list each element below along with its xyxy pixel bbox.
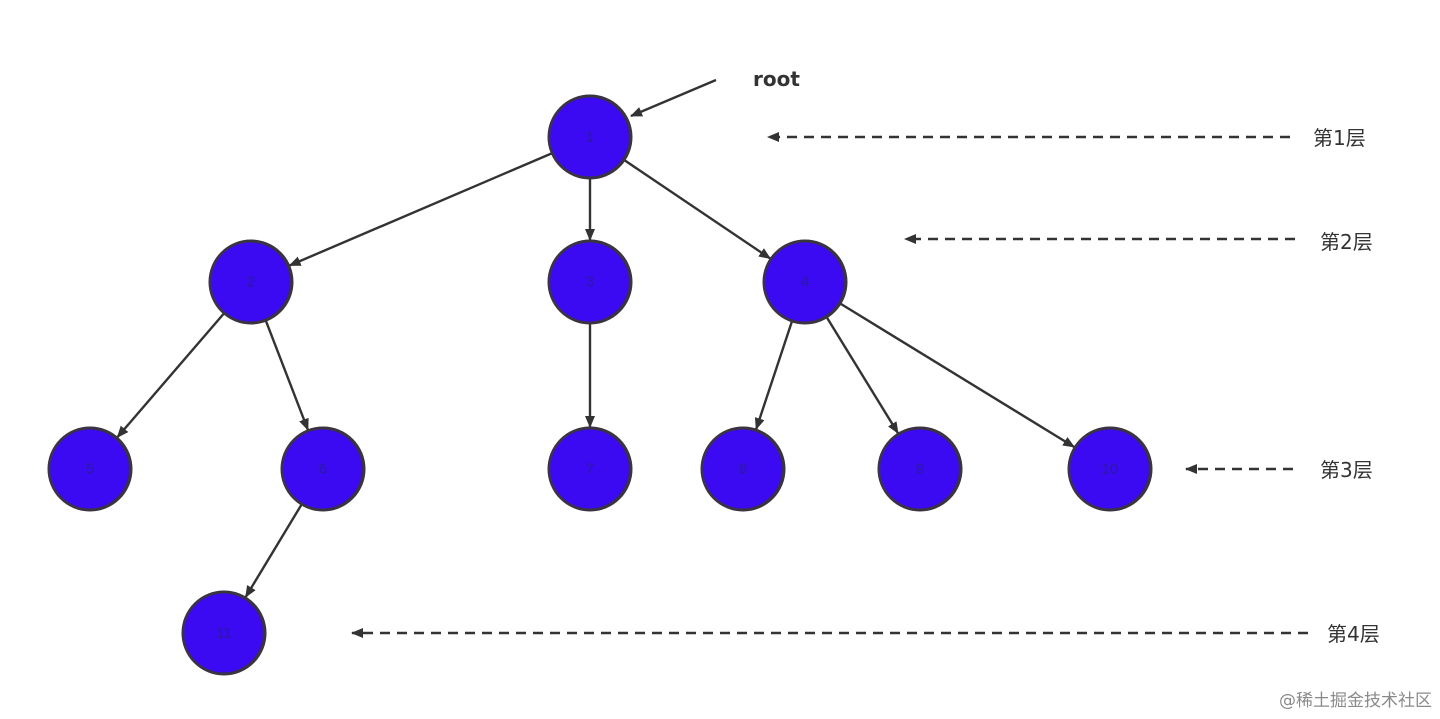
level-4-label: 第4层 [1327,622,1380,646]
node-circle-3 [547,239,633,325]
node-circle-6 [280,426,366,512]
node-label-2: 2 [247,274,255,291]
node-circle-7 [547,426,633,512]
edge-2-to-5 [116,312,226,438]
tree-node-6: 6 [280,426,366,512]
level-1-label: 第1层 [1313,126,1366,150]
tree-node-9: 9 [877,426,963,512]
edge-1-to-2 [288,151,553,267]
node-circle-9 [877,426,963,512]
node-circle-10 [1067,426,1153,512]
node-label-1: 1 [586,129,594,146]
tree-node-1: 1 [547,94,633,180]
watermark-text: @稀土掘金技术社区 [1279,691,1432,711]
tree-node-7: 7 [547,426,633,512]
node-label-9: 9 [916,461,924,478]
edge-4-to-8 [754,320,794,431]
edge-6-to-11 [244,503,303,598]
node-label-7: 7 [586,461,594,478]
node-circle-5 [47,426,133,512]
node-label-4: 4 [801,274,809,291]
node-label-6: 6 [319,461,327,478]
edge-4-to-9 [825,316,900,435]
tree-node-2: 2 [208,239,294,325]
tree-node-4: 4 [762,239,848,325]
tree-node-3: 3 [547,239,633,325]
edge-2-to-6 [264,319,310,431]
node-label-3: 3 [586,274,594,291]
node-circle-1 [547,94,633,180]
node-label-11: 11 [216,625,232,642]
tree-node-10: 10 [1067,426,1153,512]
nodes-layer: 1 2 3 4 5 6 7 8 9 10 11 [47,94,1153,676]
tree-node-11: 11 [181,590,267,676]
node-label-10: 10 [1102,461,1119,478]
level-3-label: 第3层 [1320,458,1373,482]
node-circle-8 [700,426,786,512]
edge-4-to-10 [839,302,1076,449]
edge-1-to-4 [623,158,772,260]
edges-layer [116,151,1076,598]
node-circle-2 [208,239,294,325]
level-2-label: 第2层 [1320,230,1373,254]
root-label: root [753,67,800,91]
node-label-5: 5 [86,461,94,478]
tree-node-8: 8 [700,426,786,512]
node-circle-11 [181,590,267,676]
tree-node-5: 5 [47,426,133,512]
root-pointer-arrow [630,78,717,118]
node-circle-4 [762,239,848,325]
node-label-8: 8 [739,461,747,478]
